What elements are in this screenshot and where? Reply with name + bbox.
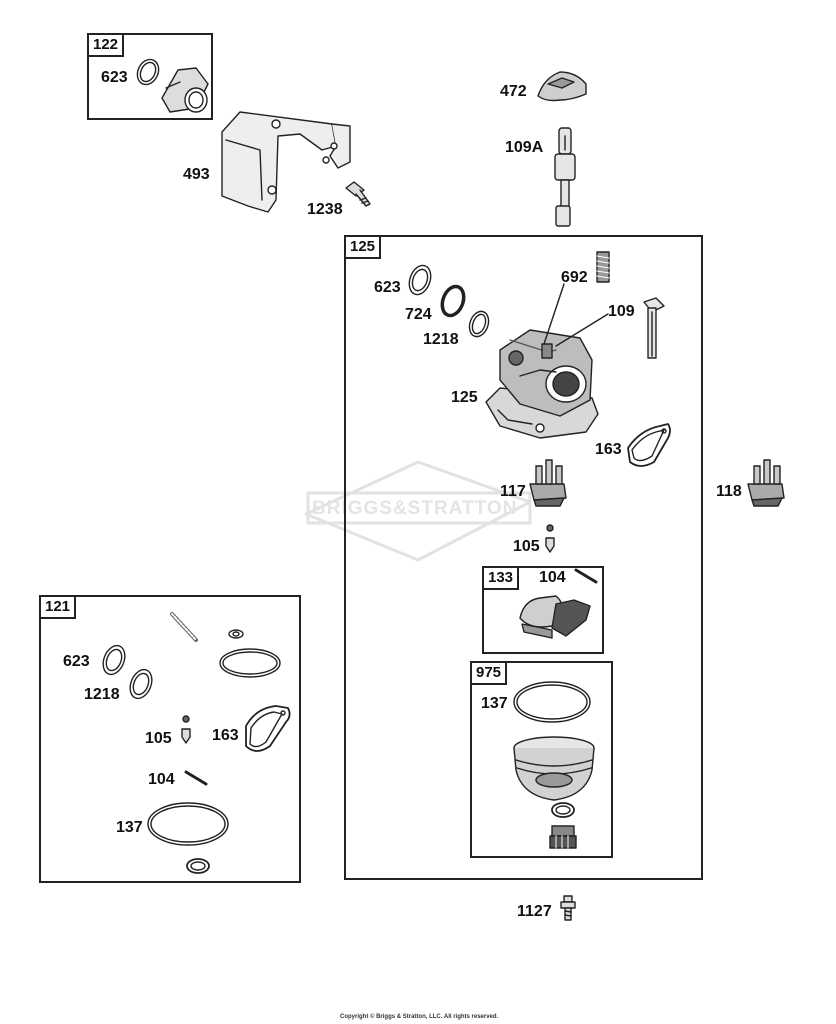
part-label-163: 163	[595, 441, 622, 458]
part-label-125: 125	[451, 389, 478, 406]
kit-number-133: 133	[484, 568, 520, 590]
spring-part-692	[596, 251, 610, 283]
bowl-washer-kit121	[186, 858, 210, 874]
kit-box-121: 121	[39, 595, 301, 883]
part-label-163: 163	[212, 727, 239, 744]
throttle-shaft-part-109	[643, 297, 665, 359]
part-label-109A: 109A	[505, 139, 544, 156]
small-washer-kit121	[228, 629, 244, 639]
bowl-washer	[551, 802, 575, 818]
intake-elbow-part	[161, 67, 209, 113]
choke-knob-part-472	[537, 71, 587, 102]
main-jet-part-105-kit121	[181, 715, 191, 744]
bowl-gasket-137-kit121	[147, 802, 229, 846]
gasket-1218-kit121	[129, 668, 153, 700]
part-label-137: 137	[116, 819, 143, 836]
gasket-1218-kit125	[468, 310, 490, 338]
bracket-part-493	[221, 111, 351, 213]
main-jet-part-105-kit125	[545, 524, 555, 553]
part-label-623: 623	[374, 279, 401, 296]
part-label-104: 104	[539, 569, 566, 586]
brand-watermark: BRIGGS&STRATTON	[312, 498, 518, 519]
kit-box-975: 975	[470, 661, 613, 858]
fuel-valve-part-118	[747, 459, 785, 507]
copyright-notice: Copyright © Briggs & Stratton, LLC. All …	[340, 1014, 499, 1020]
part-label-1238: 1238	[307, 201, 343, 218]
o-ring-623-kit122	[136, 58, 160, 86]
float-part-133	[519, 595, 591, 639]
part-label-137: 137	[481, 695, 508, 712]
brand-watermark-logo	[304, 460, 532, 562]
screw-part-1238	[345, 181, 371, 207]
carburetor-part-125	[485, 329, 599, 439]
part-label-623: 623	[63, 653, 90, 670]
part-label-493: 493	[183, 166, 210, 183]
kit-number-975: 975	[472, 663, 508, 685]
part-label-472: 472	[500, 83, 527, 100]
bowl-nut-part	[549, 825, 577, 849]
part-label-692: 692	[561, 269, 588, 286]
part-label-724: 724	[405, 306, 432, 323]
pin-part-104-kit133	[574, 568, 598, 584]
fuel-valve-part-117	[529, 459, 567, 507]
part-label-117: 117	[500, 483, 526, 500]
part-label-623: 623	[101, 69, 128, 86]
gasket-163-kit121	[245, 705, 291, 752]
kit-box-125: 125	[344, 235, 703, 880]
kit-number-125: 125	[346, 237, 382, 259]
choke-shaft-part-109A	[554, 127, 576, 227]
fuel-bowl-part	[513, 736, 595, 801]
spring-part-kit121	[170, 612, 198, 642]
gasket-kit121-large	[219, 648, 281, 678]
part-label-104: 104	[148, 771, 175, 788]
part-label-1127: 1127	[517, 903, 552, 920]
bowl-gasket-137-kit975	[513, 681, 591, 723]
part-label-1218: 1218	[84, 686, 120, 703]
o-ring-623-kit125	[408, 264, 432, 296]
part-label-1218: 1218	[423, 331, 459, 348]
kit-box-133: 133	[482, 566, 604, 654]
part-label-105: 105	[145, 730, 172, 747]
pin-part-104-kit121	[184, 770, 208, 786]
kit-number-122: 122	[89, 35, 125, 57]
screw-part-1127	[560, 895, 576, 921]
o-ring-724	[440, 284, 466, 318]
part-label-109: 109	[608, 303, 635, 320]
part-label-105: 105	[513, 538, 540, 555]
part-label-118: 118	[716, 483, 742, 500]
kit-box-122: 122	[87, 33, 213, 120]
gasket-163-kit125	[627, 423, 671, 467]
o-ring-623-kit121	[102, 644, 126, 676]
kit-number-121: 121	[41, 597, 77, 619]
